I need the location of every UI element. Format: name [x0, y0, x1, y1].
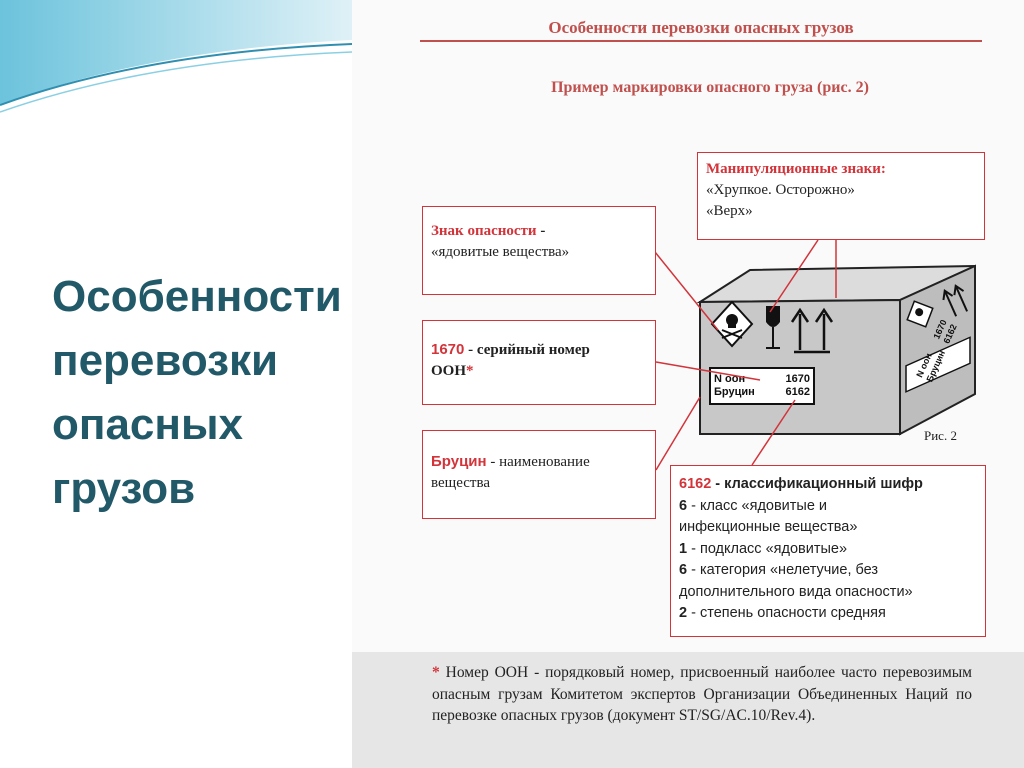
class-item-text: инфекционные вещества» — [679, 519, 858, 535]
connector-name — [655, 396, 701, 471]
footnote-text: * Номер ООН - порядковый номер, присвоен… — [432, 662, 972, 727]
callout-handling-line: «Верх» — [706, 203, 753, 219]
class-item-text: - категория «нелетучие, без — [687, 562, 879, 578]
footnote-star: * — [432, 664, 440, 681]
callout-hazard-description: «ядовитые вещества» — [431, 244, 570, 260]
callout-serial-text: - серийный номер — [464, 342, 590, 358]
class-item-num: 1 — [679, 540, 688, 557]
label-class-code: 6162 — [785, 386, 810, 398]
slide-title-line: опасных — [52, 400, 244, 449]
callout-serial-star: * — [466, 363, 474, 379]
footnote-body: Номер ООН - порядковый номер, присвоенны… — [432, 664, 972, 724]
callout-substance-name: Бруцин - наименование вещества — [422, 430, 656, 519]
label-substance: Бруцин — [714, 386, 755, 398]
callout-serial-line2: ООН — [431, 363, 467, 379]
figure-title-underline — [420, 40, 982, 42]
connector-handling — [769, 239, 819, 313]
figure-caption: Рис. 2 — [924, 428, 957, 443]
slide-title-line: грузов — [52, 464, 196, 513]
class-item-text: дополнительного вида опасности» — [679, 583, 913, 600]
slide-title: Особенности перевозки опасных грузов — [52, 265, 352, 521]
callout-handling-heading: Манипуляционные знаки: — [706, 161, 886, 177]
connector-classification — [751, 399, 796, 466]
side-arrows-icon — [942, 284, 969, 317]
callout-serial-code: 1670 — [431, 341, 465, 358]
callout-class-code: 6162 — [679, 476, 712, 492]
slide-title-line: перевозки — [52, 336, 279, 385]
slide-title-line: Особенности — [52, 272, 342, 321]
connector-hazard — [654, 251, 719, 331]
connector-serial — [655, 361, 761, 381]
label-un-number: 1670 — [785, 373, 810, 385]
callout-handling-line: «Хрупкое. Осторожно» — [706, 182, 855, 198]
class-item-num: 2 — [679, 605, 688, 621]
callout-handling-signs: Манипуляционные знаки: «Хрупкое. Осторож… — [697, 152, 985, 240]
callout-serial-number: 1670 - серийный номер ООН* — [422, 320, 656, 405]
footnote-panel — [352, 652, 1024, 768]
header-wave-decoration — [0, 0, 352, 113]
cargo-box-illustration — [696, 264, 976, 436]
class-item-text: - подкласс «ядовитые» — [687, 540, 848, 557]
callout-hazard-sign: Знак опасности - «ядовитые вещества» — [422, 206, 656, 295]
class-item-num: 6 — [679, 497, 688, 514]
figure-subtitle: Пример маркировки опасного груза (рис. 2… — [551, 79, 869, 96]
this-way-up-arrows-icon — [790, 307, 834, 354]
box-label-text: N оон 1670 Бруцин 6162 — [714, 373, 810, 399]
class-item-text: - степень опасности средняя — [687, 605, 886, 621]
skull-hazard-diamond-icon — [710, 300, 754, 348]
class-item-text: - класс «ядовитые и — [687, 497, 828, 514]
side-label-plate — [905, 336, 971, 393]
callout-name-line2: вещества — [431, 475, 490, 491]
callout-hazard-heading: Знак опасности — [431, 223, 537, 239]
fragile-glass-icon — [766, 306, 780, 349]
callout-name-text: - наименование — [486, 454, 590, 470]
figure-title: Особенности перевозки опасных грузов — [548, 18, 854, 37]
callout-name-code: Бруцин — [431, 453, 487, 470]
callout-class-text: - классификационный шифр — [711, 476, 923, 492]
callout-classification-code: 6162 - классификационный шифр 6 - класс … — [670, 465, 986, 637]
class-item-num: 6 — [679, 562, 688, 578]
side-hazard-diamond-icon — [906, 300, 934, 328]
callout-hazard-dash: - — [536, 223, 546, 239]
